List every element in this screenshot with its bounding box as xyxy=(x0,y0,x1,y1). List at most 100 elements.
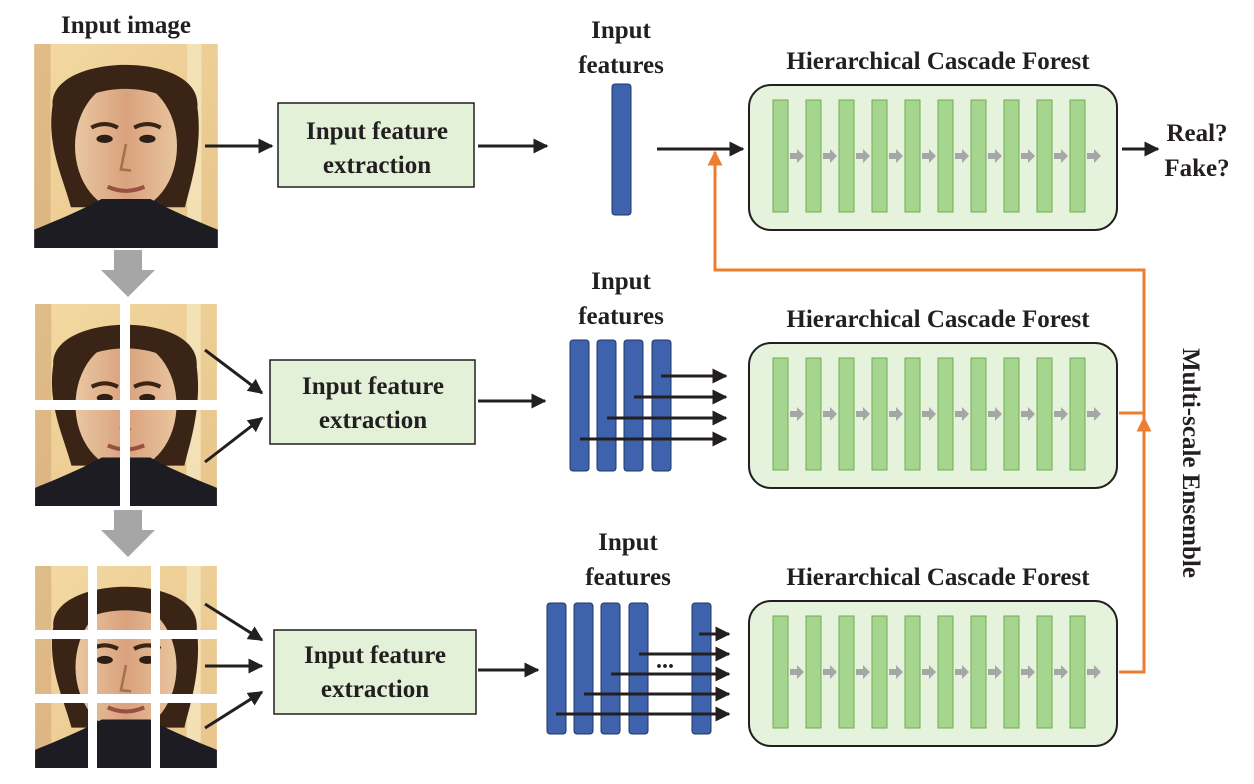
extraction-label-line2: extraction xyxy=(323,152,431,179)
cascade-arrow xyxy=(856,665,870,679)
extraction-label-line2: extraction xyxy=(321,676,429,703)
cascade-level xyxy=(1036,615,1053,729)
cascade-arrow xyxy=(1021,665,1035,679)
cascade-arrow xyxy=(856,149,870,163)
face-image-3x3-grid xyxy=(24,566,228,768)
cascade-arrow xyxy=(823,665,837,679)
cascade-forest-box-2 xyxy=(748,342,1118,489)
feature-bars-row3 xyxy=(546,602,712,735)
features-label-line1: Input xyxy=(591,268,651,295)
cascade-level xyxy=(1003,99,1020,213)
extraction-box-3: Input feature extraction xyxy=(273,629,477,715)
cascade-level xyxy=(871,99,888,213)
cascade-arrow xyxy=(790,407,804,421)
cascade-arrow xyxy=(856,407,870,421)
input-image-label: Input image xyxy=(61,12,191,39)
cascade-arrow xyxy=(790,149,804,163)
cascade-arrow xyxy=(988,149,1002,163)
feature-bar xyxy=(691,602,712,735)
cascade-level xyxy=(904,615,921,729)
feature-bar xyxy=(611,83,632,216)
cascade-arrow xyxy=(922,407,936,421)
cascade-level xyxy=(904,99,921,213)
cascade-level xyxy=(1069,615,1086,729)
output-fake-label: Fake? xyxy=(1164,155,1229,182)
features-label-line1: Input xyxy=(591,17,651,44)
cascade-level xyxy=(937,615,954,729)
cascade-arrow xyxy=(1021,149,1035,163)
feature-bar xyxy=(546,602,567,735)
cascade-level xyxy=(772,99,789,213)
cascade-level xyxy=(937,99,954,213)
cascade-arrow xyxy=(1054,149,1068,163)
cascade-level xyxy=(970,615,987,729)
cascade-arrow xyxy=(1021,407,1035,421)
features-label-line2: features xyxy=(578,52,664,79)
feature-bar xyxy=(628,602,649,735)
cascade-level xyxy=(772,357,789,471)
features-label-line2: features xyxy=(578,303,664,330)
cascade-level xyxy=(904,357,921,471)
down-arrow-2 xyxy=(101,510,155,557)
features-to-forest-arrows-row2 xyxy=(580,368,728,447)
cascade-level xyxy=(871,615,888,729)
image-to-extraction-arrows xyxy=(204,138,274,730)
cascade-level xyxy=(1003,357,1020,471)
cascade-level xyxy=(772,615,789,729)
extraction-box-1: Input feature extraction xyxy=(277,102,475,188)
ensemble-connector xyxy=(707,150,1152,674)
cascade-level xyxy=(1069,99,1086,213)
cascade-level xyxy=(838,357,855,471)
down-arrow-1 xyxy=(101,250,155,297)
extraction-to-features-arrows xyxy=(478,138,549,678)
cascade-level xyxy=(1036,99,1053,213)
feature-bar xyxy=(623,339,644,472)
cascade-arrow xyxy=(955,149,969,163)
extraction-label-line2: extraction xyxy=(319,407,427,434)
features-label-line1: Input xyxy=(598,529,658,556)
cascade-arrow xyxy=(823,149,837,163)
output-real-label: Real? xyxy=(1166,120,1227,147)
cascade-arrow xyxy=(1054,407,1068,421)
extraction-label-line1: Input feature xyxy=(302,373,444,400)
cascade-arrow xyxy=(922,665,936,679)
feature-bar xyxy=(573,602,594,735)
cascade-arrow xyxy=(988,665,1002,679)
extraction-box-2: Input feature extraction xyxy=(269,359,476,445)
cascade-level xyxy=(1003,615,1020,729)
cascade-level xyxy=(838,615,855,729)
cascade-forest-box-1 xyxy=(748,84,1118,231)
cascade-arrow xyxy=(955,665,969,679)
cascade-arrow xyxy=(790,665,804,679)
cascade-arrow xyxy=(1087,665,1101,679)
cascade-arrow xyxy=(1087,407,1101,421)
cascade-arrow xyxy=(988,407,1002,421)
cascade-forest-box-3 xyxy=(748,600,1118,747)
cascade-level xyxy=(805,357,822,471)
feature-bars-row2 xyxy=(569,339,672,472)
features-label-line2: features xyxy=(585,564,671,591)
forest-title: Hierarchical Cascade Forest xyxy=(786,564,1090,591)
cascade-arrow xyxy=(889,665,903,679)
feature-bar xyxy=(569,339,590,472)
cascade-arrow xyxy=(889,407,903,421)
cascade-arrow xyxy=(922,149,936,163)
features-to-forest-arrows-row3 xyxy=(556,626,731,722)
cascade-level xyxy=(805,99,822,213)
forest-title: Hierarchical Cascade Forest xyxy=(786,306,1090,333)
ensemble-label: Multi-scale Ensemble xyxy=(1177,348,1204,578)
cascade-level xyxy=(1036,357,1053,471)
feature-bar xyxy=(600,602,621,735)
extraction-label-line1: Input feature xyxy=(306,118,448,145)
cascade-arrow xyxy=(1087,149,1101,163)
face-image-full xyxy=(34,44,218,248)
cascade-level xyxy=(970,357,987,471)
cascade-arrow xyxy=(955,407,969,421)
face-image-2x2-grid xyxy=(24,304,228,506)
cascade-level xyxy=(937,357,954,471)
features-ellipsis: ... xyxy=(656,648,674,674)
cascade-level xyxy=(871,357,888,471)
cascade-level xyxy=(1069,357,1086,471)
extraction-label-line1: Input feature xyxy=(304,642,446,669)
